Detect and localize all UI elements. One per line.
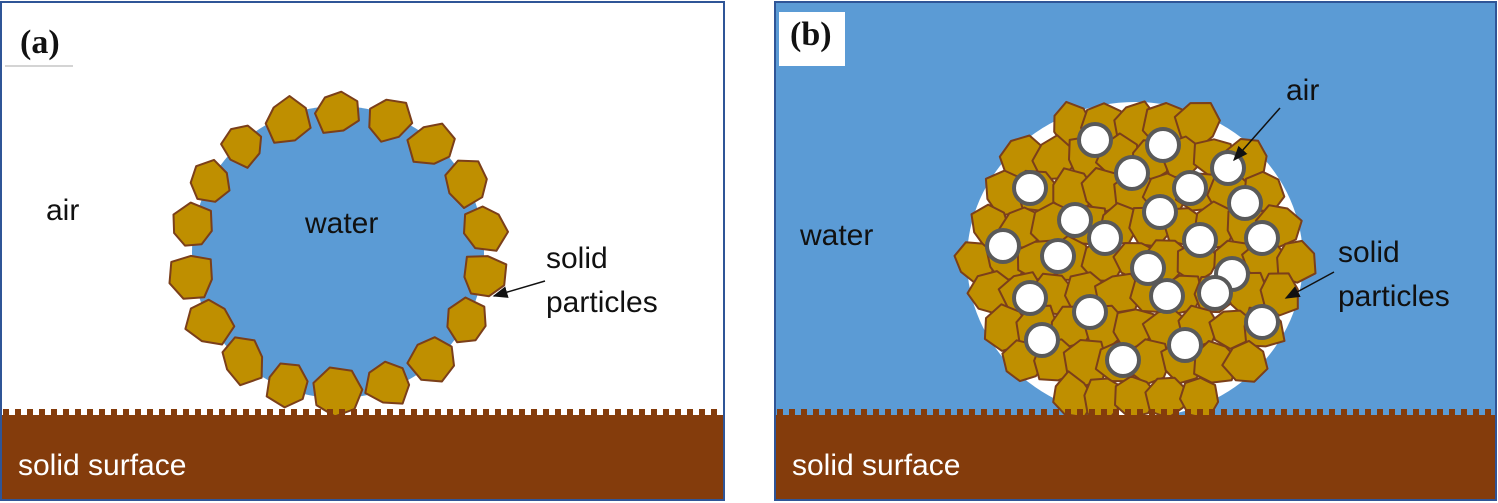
- air-arrow-b: [1233, 107, 1281, 162]
- air-bubble: [1172, 170, 1208, 206]
- air-bubble: [1244, 304, 1280, 340]
- air-bubble: [1057, 202, 1093, 238]
- water-droplet: [192, 106, 484, 398]
- solid-particle: [406, 122, 456, 165]
- particle-label-line1-a: solid: [546, 242, 608, 275]
- solid-particle: [172, 201, 213, 247]
- solid-particle: [220, 124, 263, 169]
- panel-b: (b) water air solid particles solid surf…: [774, 1, 1497, 501]
- air-bubble: [1197, 275, 1233, 311]
- solid-particle: [368, 98, 414, 143]
- air-bubble: [1040, 238, 1076, 274]
- panel-label-box-b: [779, 12, 845, 66]
- air-bubble: [1167, 327, 1203, 363]
- inner-medium-label-a: water: [304, 207, 378, 240]
- surface-label-a: solid surface: [18, 449, 186, 482]
- outer-medium-label-a: air: [46, 194, 79, 227]
- solid-particle: [1259, 272, 1299, 317]
- air-bubble: [1149, 278, 1185, 314]
- air-bubble: [1012, 280, 1048, 316]
- solid-particle: [168, 254, 213, 300]
- solid-particle: [314, 90, 360, 134]
- solid-particle: [463, 205, 509, 252]
- panel-label-a: (a): [20, 24, 60, 61]
- panel-label-b: (b): [790, 16, 832, 53]
- solid-surface-b: [776, 415, 1495, 499]
- particle-shell: [168, 90, 509, 418]
- air-bubble: [1130, 250, 1166, 286]
- air-bubble: [1114, 155, 1150, 191]
- solid-surface-a: [2, 415, 723, 499]
- surface-label-b: solid surface: [792, 449, 960, 482]
- air-bubble: [1072, 294, 1108, 330]
- air-bubbles: [985, 122, 1280, 378]
- solid-particle: [264, 95, 312, 144]
- air-bubble: [1105, 342, 1141, 378]
- solid-particle: [364, 360, 411, 405]
- air-bubble: [1227, 185, 1263, 221]
- solid-particle: [312, 366, 364, 418]
- panel-label-box-a: [5, 12, 73, 66]
- solid-particle: [189, 158, 231, 203]
- inner-medium-label-b: air: [1286, 74, 1319, 107]
- solid-particle: [406, 336, 455, 383]
- particle-label-line1-b: solid: [1338, 236, 1400, 269]
- particle-arrow-a: [492, 280, 546, 298]
- solid-particle: [446, 296, 487, 344]
- particle-arrow-b: [1284, 271, 1335, 299]
- air-bubble: [1145, 127, 1181, 163]
- air-bubble: [985, 228, 1021, 264]
- air-bubble: [1077, 122, 1113, 158]
- outer-medium-label-b: water: [799, 219, 873, 252]
- particle-label-line2-a: particles: [546, 286, 658, 319]
- air-bubble: [1210, 150, 1246, 186]
- solid-particle: [221, 336, 264, 387]
- solid-particle: [463, 255, 508, 298]
- solid-particle: [265, 362, 309, 409]
- panel-a: (a) air water solid particles solid surf…: [0, 1, 725, 501]
- air-bubble: [1024, 322, 1060, 358]
- air-bubble: [1244, 220, 1280, 256]
- air-bubble: [1182, 222, 1218, 258]
- air-bubble: [1012, 170, 1048, 206]
- air-bubble: [1087, 220, 1123, 256]
- solid-particle: [444, 159, 488, 209]
- particle-label-line2-b: particles: [1338, 280, 1450, 313]
- solid-particle: [1276, 239, 1317, 284]
- solid-particle: [184, 298, 236, 346]
- air-bubble: [1142, 194, 1178, 230]
- solid-particle: [1221, 339, 1269, 383]
